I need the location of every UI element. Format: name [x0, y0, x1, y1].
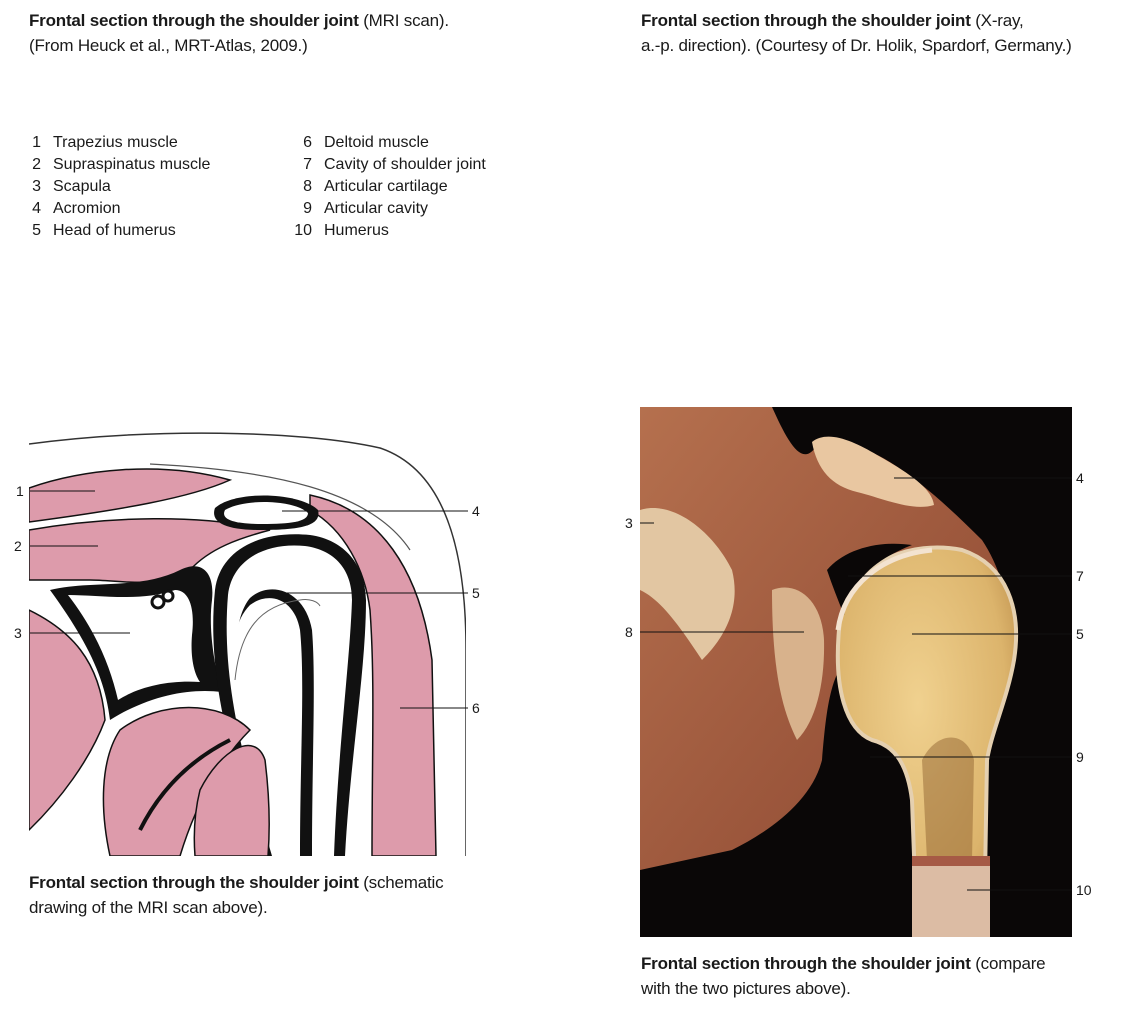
articular-cartilage-specimen: [835, 547, 933, 631]
vessel-band: [138, 738, 231, 831]
specimen-label-9: 9: [1076, 749, 1084, 765]
specimen-label-3: 3: [625, 515, 633, 531]
specimen-caption: Frontal section through the shoulder joi…: [641, 951, 1046, 1001]
humerus-marrow: [922, 737, 974, 860]
schematic-label-3: 3: [14, 625, 22, 641]
mri-caption-source: (From Heuck et al., MRT-Atlas, 2009.): [29, 36, 308, 55]
deltoid-muscle: [309, 494, 437, 856]
xray-caption-note: (X-ray,: [970, 11, 1024, 30]
schematic-caption-note: (schematic: [358, 873, 444, 892]
schematic-shoulder-figure: 1 2 3 4 5 6: [14, 432, 480, 856]
joint-line: [234, 599, 321, 681]
xray-caption: Frontal section through the shoulder joi…: [641, 8, 1072, 58]
schematic-label-2: 2: [14, 538, 22, 554]
schematic-label-5: 5: [472, 585, 480, 601]
acromion-specimen: [812, 436, 934, 507]
xray-caption-title: Frontal section through the shoulder joi…: [641, 11, 971, 30]
acromion-inner: [224, 502, 308, 524]
specimen-label-5: 5: [1076, 626, 1084, 642]
humerus-cut-band: [912, 856, 990, 866]
schematic-caption-title: Frontal section through the shoulder joi…: [29, 873, 359, 892]
schematic-caption: Frontal section through the shoulder joi…: [29, 870, 444, 920]
schematic-leader-lines: [30, 490, 468, 709]
trapezius-muscle: [29, 468, 233, 523]
mri-caption-note: (MRI scan).: [358, 11, 449, 30]
upper-tissue: [640, 407, 1009, 870]
schematic-label-6: 6: [472, 700, 480, 716]
lower-muscle-left: [29, 609, 106, 832]
specimen-label-4: 4: [1076, 470, 1084, 486]
skin-outline: [29, 432, 466, 856]
specimen-caption-title: Frontal section through the shoulder joi…: [641, 954, 971, 973]
schematic-label-4: 4: [472, 503, 480, 519]
mri-caption: Frontal section through the shoulder joi…: [29, 8, 449, 58]
scapula-inner: [68, 590, 200, 700]
scapula-specimen: [640, 508, 735, 660]
lower-muscle-right: [193, 744, 270, 856]
humerus-cut: [912, 862, 990, 937]
schematic-label-1: 1: [16, 483, 24, 499]
xray-caption-source: a.-p. direction). (Courtesy of Dr. Holik…: [641, 36, 1072, 55]
glenoid-specimen: [772, 587, 825, 740]
supraspinatus-muscle: [29, 518, 271, 584]
subcutaneous-line: [149, 463, 411, 551]
specimen-label-7: 7: [1076, 568, 1084, 584]
schematic-caption-detail: drawing of the MRI scan above).: [29, 898, 268, 917]
specimen-leader-lines: [640, 477, 1072, 891]
vessel: [161, 589, 175, 603]
specimen-label-10: 10: [1076, 882, 1092, 898]
vessel: [150, 594, 166, 610]
specimen-caption-detail: with the two pictures above).: [641, 979, 851, 998]
specimen-shoulder-figure: 4 7 5 9 10 3 8: [625, 407, 1092, 937]
specimen-label-8: 8: [625, 624, 633, 640]
mri-caption-title: Frontal section through the shoulder joi…: [29, 11, 359, 30]
specimen-caption-note: (compare: [970, 954, 1046, 973]
